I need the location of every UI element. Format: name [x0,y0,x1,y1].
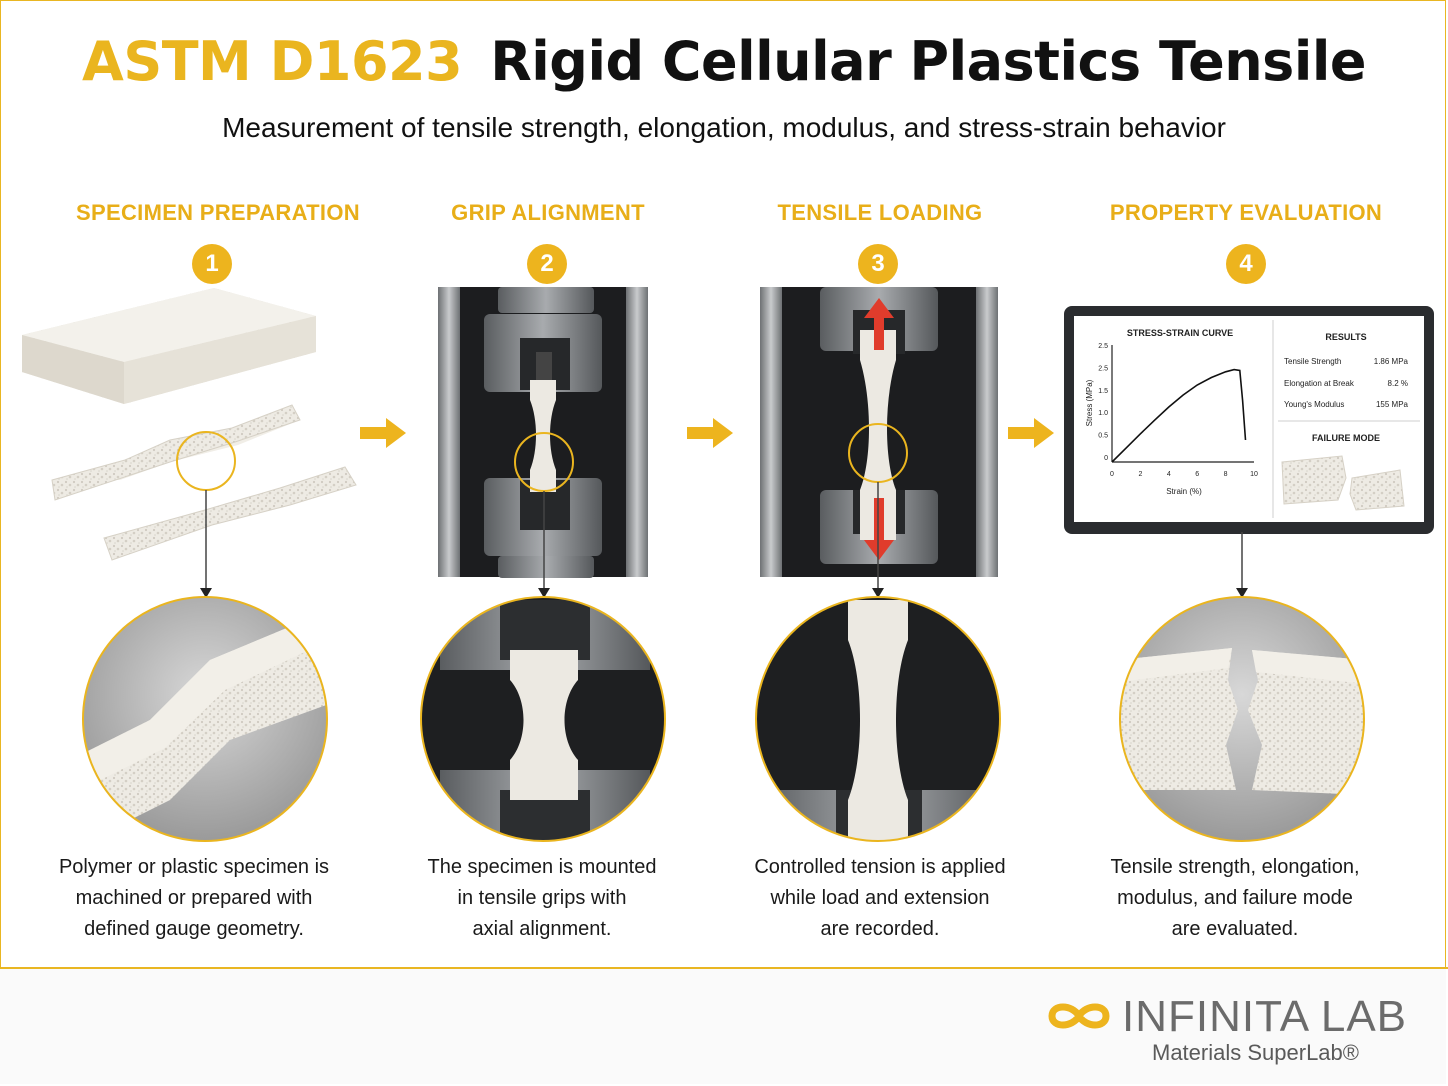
step-2-description: The specimen is mounted in tensile grips… [427,856,657,940]
standard-code: ASTM D1623 [82,30,463,93]
chart-xlabel: Strain (%) [1166,487,1202,496]
result-label-3: Young's Modulus [1284,400,1344,409]
leader-arrowhead-2 [538,588,550,598]
failure-mode-title: FAILURE MODE [1312,433,1380,443]
flow-arrow-2 [687,418,733,448]
step-3-description: Controlled tension is applied while load… [754,856,1006,940]
flow-arrow-1 [360,418,406,448]
y-tick-label: 0 [1104,455,1108,462]
dogbone-specimen-1 [51,404,301,501]
flow-arrows [360,418,1054,448]
y-tick-label: 1.0 [1098,410,1108,417]
diagram-illustration: STRESS-STRAIN CURVE Stress (MPa) Strain … [22,287,1434,842]
stress-strain-plot [1111,368,1247,463]
step-1-number: 1 [192,244,232,284]
zoom-circle-2 [420,596,666,842]
brand-tagline: Materials SuperLab® [1152,1040,1359,1065]
result-value-1: 1.86 MPa [1374,357,1409,366]
chart-xticks: 0 2 4 6 8 10 [1110,471,1258,478]
y-tick-label: 0.5 [1098,433,1108,440]
step-2-number: 2 [527,244,567,284]
step-4-description: Tensile strength, elongation, modulus, a… [1110,856,1360,940]
footer-divider [0,967,1448,969]
page-title: ASTM D1623 Rigid Cellular Plastics Tensil… [0,30,1448,93]
dogbone-specimen-2 [103,466,357,561]
step-1-title: SPECIMEN PREPARATION [76,200,360,225]
leader-arrowhead-1 [200,588,212,598]
x-tick-label: 10 [1250,471,1258,478]
step-3-number: 3 [858,244,898,284]
results-monitor [1064,306,1434,534]
x-tick-label: 6 [1195,471,1199,478]
tension-arrow-up-icon [864,298,894,350]
x-tick-label: 4 [1167,471,1171,478]
step-1-description: Polymer or plastic specimen is machined … [58,856,330,940]
chart-yticks: 2.5 2.5 1.5 1.0 0.5 0 [1098,343,1108,462]
y-tick-label: 1.5 [1098,388,1108,395]
chart-ylabel: Stress (MPa) [1085,379,1094,426]
infinity-logo-icon [1048,1003,1110,1029]
standard-title: Rigid Cellular Plastics Tensile [490,30,1366,93]
results-title: RESULTS [1325,332,1366,342]
step-2-title: GRIP ALIGNMENT [451,200,645,225]
x-tick-label: 0 [1110,471,1114,478]
flow-arrow-3 [1008,418,1054,448]
step-3-title: TENSILE LOADING [777,200,983,225]
result-value-2: 8.2 % [1388,379,1408,388]
leader-arrowhead-4 [1236,588,1248,598]
tension-arrows [864,298,894,560]
tensile-machine-step-2 [438,287,648,578]
footer [0,969,1446,1084]
x-tick-label: 2 [1138,471,1142,478]
y-tick-label: 2.5 [1098,343,1108,350]
chart-title: STRESS-STRAIN CURVE [1127,328,1233,338]
foam-slab [22,288,316,404]
stress-strain-series-line [1111,368,1247,463]
page-subtitle: Measurement of tensile strength, elongat… [222,112,1226,143]
result-label-1: Tensile Strength [1284,357,1341,366]
x-tick-label: 8 [1224,471,1228,478]
tension-arrow-down-icon [864,498,894,560]
result-label-2: Elongation at Break [1284,379,1355,388]
step-4-title: PROPERTY EVALUATION [1109,200,1383,225]
result-value-3: 155 MPa [1376,400,1409,409]
zoom-circle-1 [82,596,328,842]
step-4-number: 4 [1226,244,1266,284]
y-tick-label: 2.5 [1098,365,1108,372]
leader-arrowhead-3 [872,588,884,598]
zoom-circle-4 [1119,596,1365,842]
zoom-circle-3 [755,596,1001,842]
brand-name: INFINITA LAB [1122,992,1408,1041]
